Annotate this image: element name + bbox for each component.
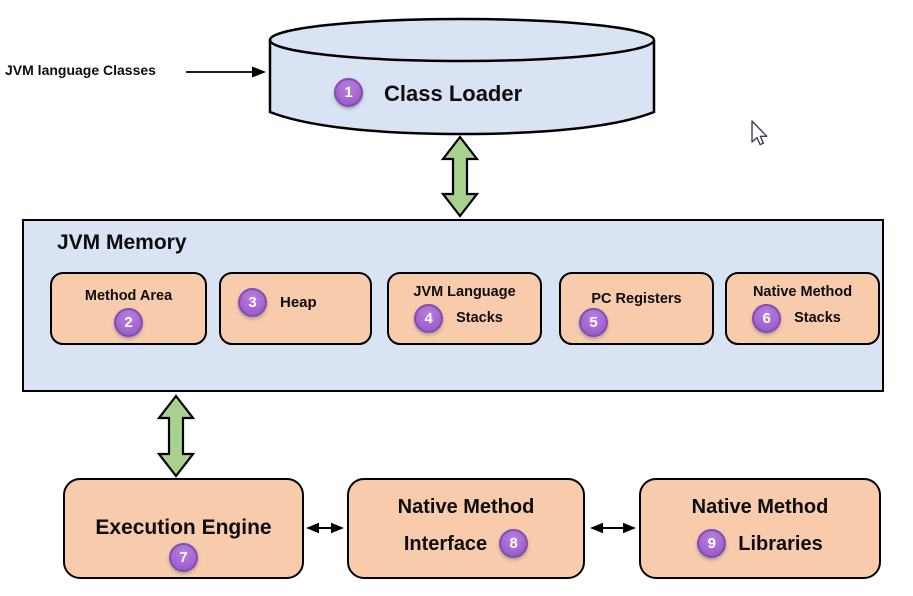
- jvm-language-stacks-line2: Stacks: [456, 310, 503, 326]
- step-badge-class-loader: 1: [334, 78, 363, 107]
- native-method-libraries-box: Native Method 9 Libraries: [639, 478, 881, 579]
- double-arrow-vertical-top-icon: [440, 135, 480, 218]
- native-method-libraries-line1: Native Method: [691, 496, 829, 518]
- step-badge-heap: 3: [238, 288, 267, 317]
- memory-box-pc-registers: PC Registers 5: [559, 272, 714, 345]
- jvm-memory-container: JVM Memory Method Area 2 3 Heap JVM Lang…: [22, 219, 884, 392]
- memory-box-heap: 3 Heap: [219, 272, 372, 345]
- class-loader-label: Class Loader: [384, 81, 523, 106]
- method-area-label: Method Area: [84, 288, 173, 304]
- mouse-cursor-icon: [751, 120, 768, 146]
- native-method-interface-box: Native Method Interface 8: [347, 478, 585, 579]
- step-badge-native-method-stacks: 6: [752, 304, 782, 333]
- pc-registers-label: PC Registers: [591, 291, 682, 307]
- native-method-libraries-line2: Libraries: [738, 532, 823, 555]
- memory-box-jvm-language-stacks: JVM Language 4 Stacks: [387, 272, 542, 345]
- step-badge-jvm-language-stacks: 4: [414, 304, 444, 333]
- jvm-language-classes-label: JVM language Classes: [5, 62, 156, 78]
- class-loader-cylinder: [268, 17, 656, 136]
- double-arrow-vertical-bottom-icon: [156, 394, 196, 478]
- native-method-interface-line1: Native Method: [397, 496, 535, 518]
- step-badge-pc-registers: 5: [579, 308, 608, 337]
- native-method-interface-line2: Interface: [403, 532, 488, 555]
- native-method-stacks-line2: Stacks: [794, 310, 841, 326]
- double-arrow-horizontal-left-icon: [306, 522, 344, 534]
- step-badge-execution-engine: 7: [169, 543, 198, 572]
- jvm-memory-title: JVM Memory: [57, 231, 187, 254]
- double-arrow-horizontal-right-icon: [590, 522, 636, 534]
- step-badge-native-method-libraries: 9: [697, 529, 727, 558]
- memory-box-method-area: Method Area 2: [50, 272, 207, 345]
- input-arrow-icon: [186, 66, 266, 78]
- step-badge-native-method-interface: 8: [499, 529, 529, 558]
- heap-label: Heap: [280, 294, 317, 311]
- native-method-stacks-line1: Native Method: [752, 284, 853, 300]
- jvm-language-stacks-line1: JVM Language: [413, 284, 516, 300]
- execution-engine-box: Execution Engine 7: [63, 478, 304, 579]
- execution-engine-label: Execution Engine: [95, 516, 272, 539]
- step-badge-method-area: 2: [114, 308, 143, 337]
- memory-box-native-method-stacks: Native Method 6 Stacks: [725, 272, 880, 345]
